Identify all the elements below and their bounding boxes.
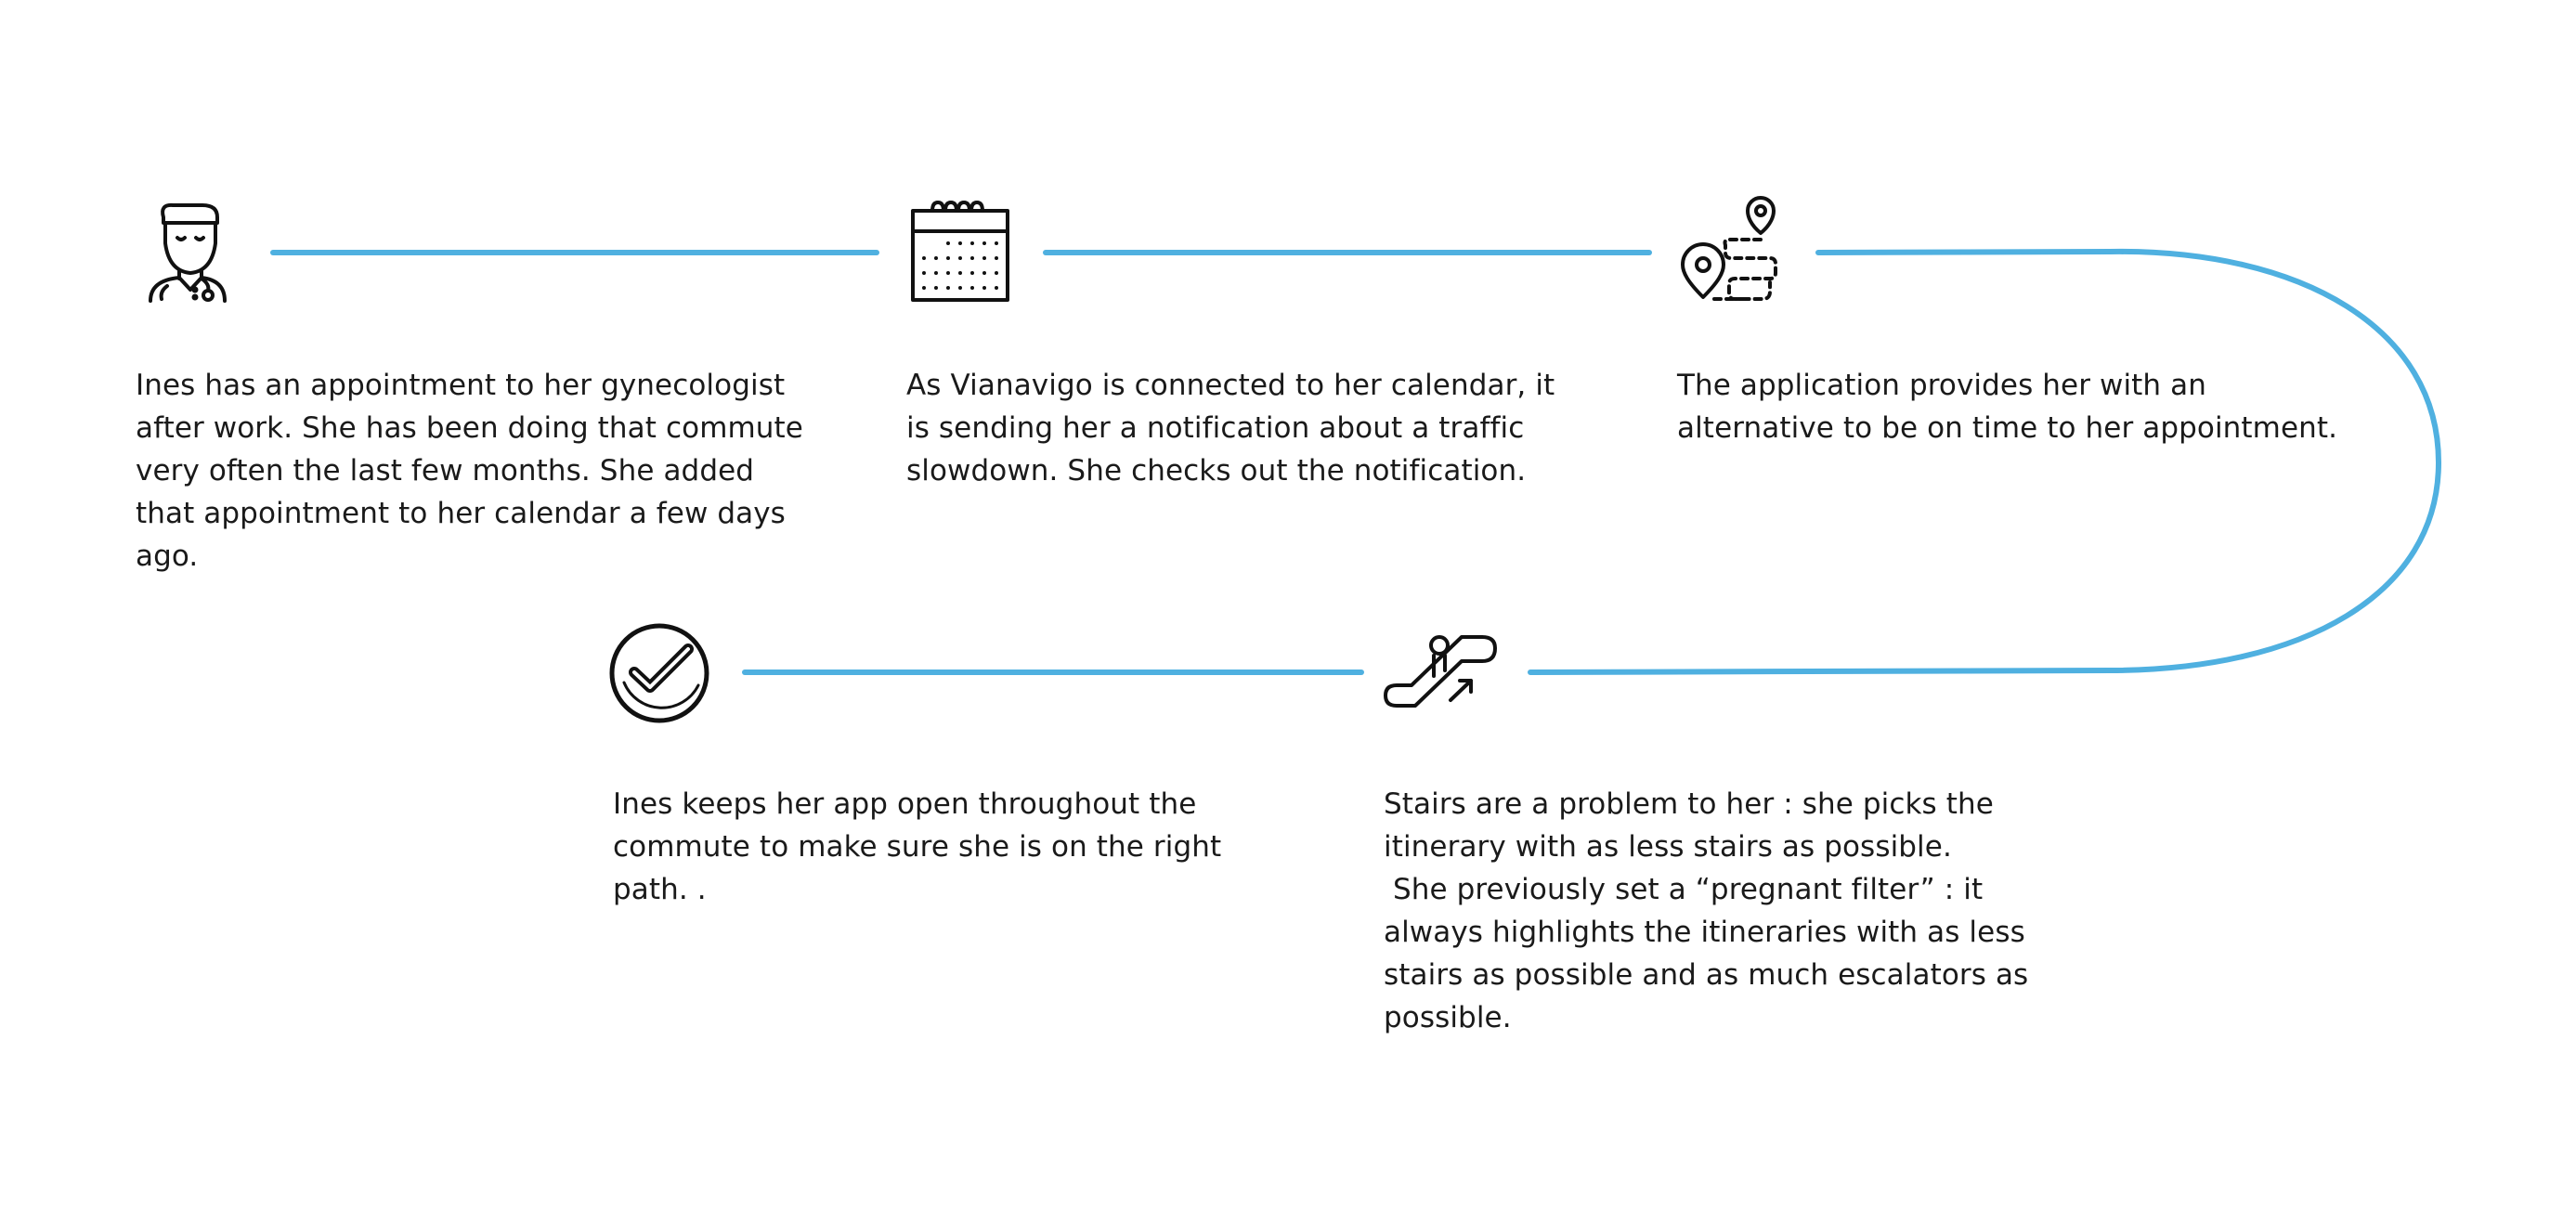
calendar-day-dot [946,256,950,260]
calendar-day-dot [958,271,962,275]
calendar-icon [911,201,1009,302]
calendar-day-dot [922,271,926,275]
check-circle-icon [609,623,709,723]
calendar-day-dot [970,241,974,245]
step-5-text: Ines keeps her app open throughout the c… [613,787,1222,906]
calendar-day-dot [934,286,938,290]
calendar-day-dot [970,271,974,275]
calendar-day-dot [982,241,986,245]
step-3-text: The application provides her with an alt… [1677,369,2338,445]
connector-lines [270,248,2442,675]
calendar-day-dot [995,241,998,245]
calendar-day-dot [958,256,962,260]
calendar-day-dot [982,271,986,275]
calendar-day-dot [958,241,962,245]
connector-curve-3-4 [1528,248,2442,675]
calendar-day-dot [970,256,974,260]
calendar-day-dot [958,286,962,290]
step-4-text: Stairs are a problem to her : she picks … [1384,787,2029,1034]
calendar-day-dot [934,256,938,260]
calendar-day-dot [995,271,998,275]
calendar-day-dot [982,256,986,260]
calendar-day-dot [922,286,926,290]
step-2-text: As Vianavigo is connected to her calenda… [906,369,1555,488]
calendar-day-dot [982,286,986,290]
calendar-day-dot [946,271,950,275]
step-1-text: Ines has an appointment to her gynecolog… [136,369,803,573]
doctor-icon [149,202,227,303]
route-pins-icon [1681,196,1777,301]
calendar-day-dot [995,256,998,260]
calendar-day-dot [946,241,950,245]
calendar-day-dot [946,286,950,290]
calendar-day-dot [934,271,938,275]
escalator-icon [1384,635,1497,708]
calendar-day-dot [922,256,926,260]
calendar-day-dot [995,286,998,290]
calendar-day-dot [970,286,974,290]
